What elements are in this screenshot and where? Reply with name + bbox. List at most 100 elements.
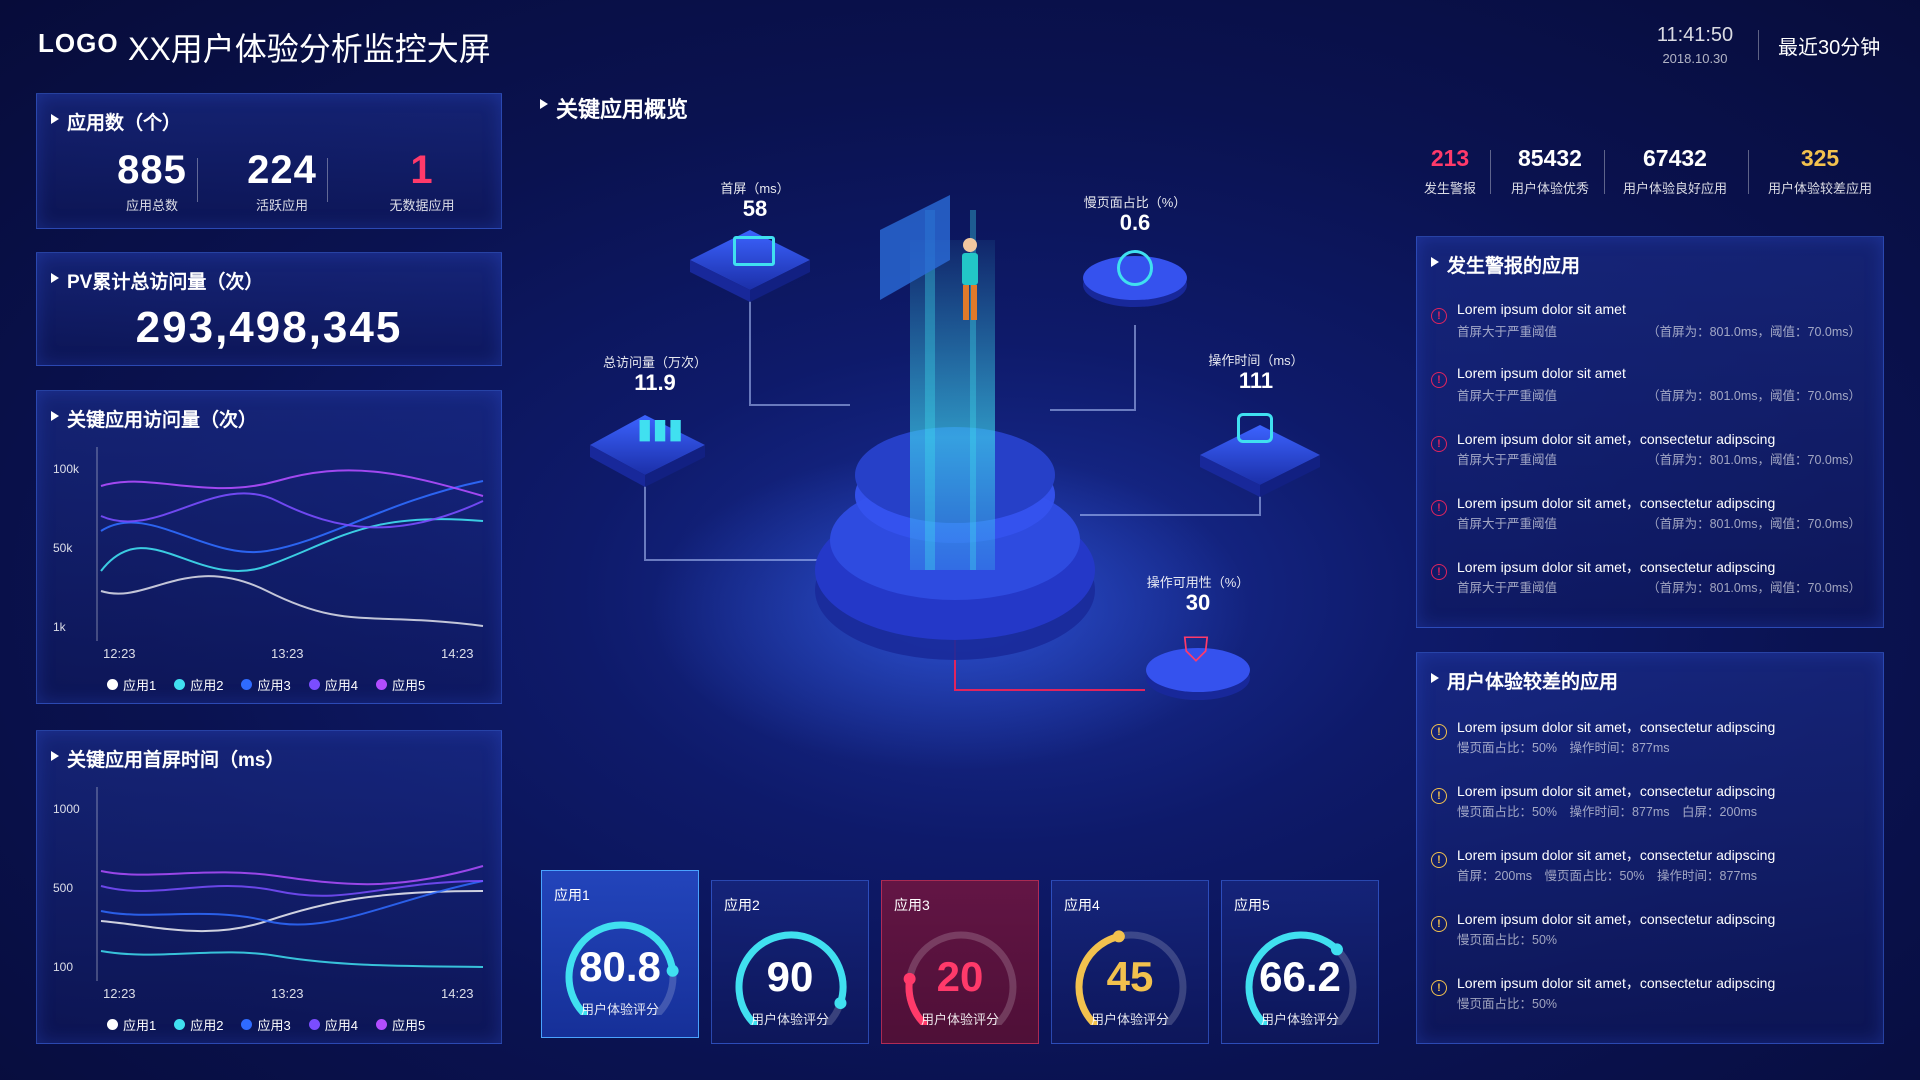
alert-item-title: Lorem ipsum dolor sit amet，consectetur a… — [1457, 495, 1776, 511]
gauge-marker — [834, 997, 847, 1010]
score-label: 用户体验评分 — [1260, 1012, 1339, 1027]
nodata-apps-label: 无数据应用 — [389, 198, 455, 213]
legend-label: 应用5 — [391, 678, 426, 693]
kpi-excellent: 85432 用户体验优秀 — [1500, 145, 1600, 197]
score-gauge — [565, 921, 679, 1015]
alert-item-detail: （首屏为：801.0ms，阈值：70.0ms） — [1647, 325, 1861, 339]
x-tick-label: 12:23 — [103, 646, 136, 661]
x-tick-label: 13:23 — [271, 986, 304, 1001]
poor-apps-title: 用户体验较差的应用 — [1431, 667, 1618, 694]
clock: 11:41:50 2018.10.30 — [1640, 24, 1750, 66]
poor-app-title: Lorem ipsum dolor sit amet，consectetur a… — [1457, 911, 1776, 927]
alert-item-reason: 首屏大于严重阈值 — [1457, 389, 1558, 403]
warning-icon: ! — [1431, 788, 1447, 804]
legend-item[interactable]: 应用4 — [308, 675, 358, 694]
alerts-panel: 发生警报的应用 ! Lorem ipsum dolor sit amet 首屏大于严… — [1416, 236, 1884, 628]
legend-item[interactable]: 应用2 — [174, 675, 223, 694]
legend-label: 应用1 — [123, 1018, 157, 1033]
divider — [1490, 150, 1491, 194]
active-apps-value: 224 — [247, 148, 317, 192]
alert-item-title: Lorem ipsum dolor sit amet，consectetur a… — [1457, 559, 1776, 575]
alert-icon: ! — [1431, 564, 1447, 580]
legend-dot — [174, 1019, 186, 1030]
kpi-value: 85432 — [1518, 145, 1582, 171]
x-tick-label: 14:23 — [441, 986, 474, 1001]
poor-app-detail: 慢页面占比：50% 操作时间：877ms — [1457, 741, 1670, 755]
y-tick-label: 100 — [53, 960, 73, 974]
metric-value-optime: 111 — [1238, 368, 1274, 393]
legend-item[interactable]: 应用4 — [308, 1015, 358, 1034]
series-line-app1 — [100, 575, 484, 627]
app-count-title: 应用数（个） — [51, 108, 181, 135]
legend-label: 应用4 — [324, 678, 358, 693]
alert-icon: ! — [1431, 436, 1447, 452]
warning-icon: ! — [1431, 852, 1447, 868]
active-apps-label: 活跃应用 — [255, 198, 308, 213]
legend-label: 应用5 — [391, 1018, 426, 1033]
x-tick-label: 14:23 — [441, 646, 474, 661]
y-tick-label: 1k — [53, 620, 67, 634]
poor-app-title: Lorem ipsum dolor sit amet，consectetur a… — [1457, 975, 1776, 991]
total-apps-stat: 885 应用总数 — [87, 148, 217, 214]
kpi-value: 67432 — [1643, 145, 1707, 171]
shield-icon: ⛉ — [1183, 631, 1209, 669]
alert-item-detail: （首屏为：801.0ms，阈值：70.0ms） — [1647, 581, 1861, 595]
legend-item[interactable]: 应用3 — [241, 1015, 291, 1034]
alerts-title: 发生警报的应用 — [1431, 251, 1580, 278]
metric-label-visits: 总访问量（万次） — [602, 355, 707, 370]
legend-item[interactable]: 应用2 — [174, 1015, 223, 1034]
legend-dot — [241, 679, 253, 690]
active-apps-stat: 224 活跃应用 — [217, 148, 347, 214]
kpi-value: 213 — [1430, 145, 1470, 171]
firstscreen-chart-title: 关键应用首屏时间（ms） — [51, 745, 284, 772]
score-card-name: 应用1 — [554, 887, 590, 903]
gauge-marker — [1112, 930, 1125, 943]
legend-dot — [308, 679, 320, 690]
firstscreen-chart-panel: 关键应用首屏时间（ms） 1000 500 100 12:23 13:23 14… — [36, 730, 502, 1044]
header-divider — [1758, 30, 1759, 60]
warning-icon: ! — [1431, 916, 1447, 932]
score-label: 用户体验评分 — [920, 1012, 999, 1027]
gauge-fill — [565, 921, 677, 1015]
nodata-apps-value: 1 — [410, 148, 434, 192]
metric-value-slowpage: 0.6 — [1119, 210, 1151, 235]
overview-title: 关键应用概览 — [540, 92, 688, 124]
time-range-selector[interactable]: 最近30分钟 — [1778, 37, 1881, 59]
poor-apps-panel: 用户体验较差的应用 ! Lorem ipsum dolor sit amet，co… — [1416, 652, 1884, 1044]
legend-item[interactable]: 应用3 — [241, 675, 291, 694]
x-tick-label: 12:23 — [103, 986, 136, 1001]
legend-item[interactable]: 应用1 — [107, 1015, 156, 1034]
legend-item[interactable]: 应用1 — [107, 675, 156, 694]
score-label: 用户体验评分 — [750, 1012, 829, 1027]
pv-panel: PV累计总访问量（次） 293,498,345 — [36, 252, 502, 366]
kpi-label: 用户体验较差应用 — [1767, 181, 1872, 196]
legend-label: 应用3 — [257, 1018, 291, 1033]
gauge-marker — [903, 972, 916, 985]
metric-value-visits: 11.9 — [634, 370, 676, 395]
poor-app-detail: 慢页面占比：50% 操作时间：877ms 白屏：200ms — [1457, 805, 1758, 819]
alert-item-title: Lorem ipsum dolor sit amet — [1457, 365, 1626, 381]
score-card-name: 应用5 — [1234, 897, 1270, 913]
visits-line-chart: 100k 50k 1k 12:23 13:23 14:23 — [53, 447, 484, 661]
kpi-poor: 325 用户体验较差应用 — [1755, 145, 1885, 197]
legend-dot — [375, 1019, 387, 1030]
score-label: 用户体验评分 — [1090, 1012, 1169, 1027]
poor-app-title: Lorem ipsum dolor sit amet，consectetur a… — [1457, 719, 1776, 735]
x-tick-label: 13:23 — [271, 646, 304, 661]
clock-date: 2018.10.30 — [1662, 51, 1728, 66]
legend-item[interactable]: 应用5 — [375, 1015, 426, 1034]
legend-item[interactable]: 应用5 — [375, 675, 426, 694]
legend-dot — [107, 679, 118, 690]
visits-legend: 应用1 应用2 应用3 应用4 应用5 — [107, 675, 425, 694]
legend-label: 应用2 — [190, 678, 224, 693]
alert-item-reason: 首屏大于严重阈值 — [1457, 581, 1558, 595]
visits-chart-title: 关键应用访问量（次） — [51, 405, 257, 432]
metric-value-availability: 30 — [1185, 590, 1211, 615]
legend-label: 应用2 — [190, 1018, 224, 1033]
legend-dot — [241, 1019, 253, 1030]
